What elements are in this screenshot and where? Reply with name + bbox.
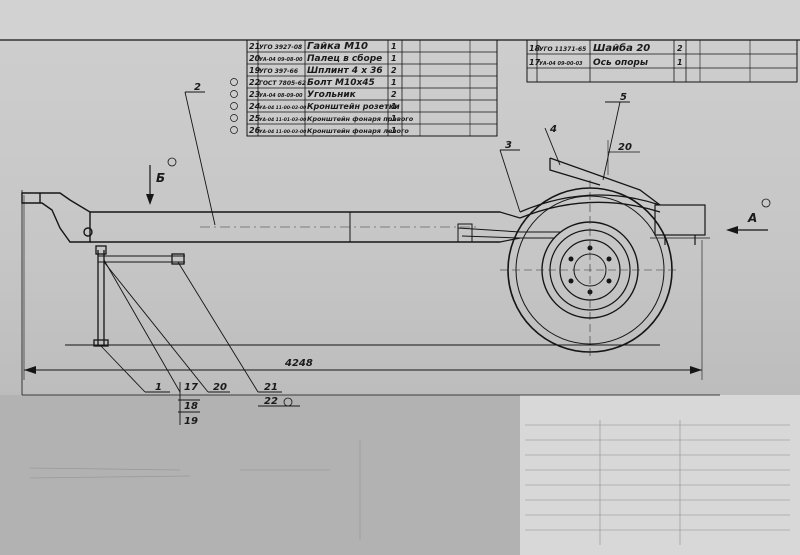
row-name: Кронштейн розетки — [307, 102, 400, 111]
row-qty: 1 — [391, 126, 397, 135]
row-qty: 2 — [391, 90, 397, 99]
callout-20: 20 — [213, 382, 227, 393]
row-pos: 26 — [249, 126, 261, 135]
row-name: Шплинт 4 x 36 — [307, 66, 383, 76]
row-designation: УА-04 11-01-03-00 — [259, 117, 306, 123]
row-qty: 1 — [391, 102, 397, 111]
dimension-small: 20 — [607, 140, 640, 175]
callout-22: 22 — [264, 396, 278, 407]
support-leg — [93, 245, 185, 347]
view-label-b: Б — [156, 171, 165, 185]
spec-table-right: 18 УГО 11371-65 Шайба 20 2 17 УА-04 09-0… — [526, 39, 798, 83]
dimension-20: 20 — [618, 142, 632, 153]
overlapping-sheet — [520, 395, 800, 555]
wheel — [500, 180, 680, 360]
row-pos: 20 — [249, 54, 261, 63]
row-designation: УГО 11371-65 — [539, 46, 586, 53]
faint-sketch — [29, 440, 361, 540]
callout-18: 18 — [184, 401, 198, 412]
drawbar-beam — [90, 211, 521, 243]
overlapping-sheet-grid — [525, 420, 790, 545]
row-pos: 19 — [249, 66, 261, 75]
row-qty: 1 — [391, 54, 397, 63]
row-designation: УГО 3927-08 — [259, 44, 302, 51]
row-pos: 23 — [249, 90, 261, 99]
callout-21: 21 — [264, 382, 278, 393]
row-designation: УА-04 08-09-00 — [259, 93, 303, 99]
row-name: Угольник — [307, 90, 357, 100]
row-qty: 2 — [391, 66, 397, 75]
row-name: Шайба 20 — [593, 42, 650, 54]
row-designation: УА-04 09-00-03 — [539, 61, 583, 67]
paper-top — [0, 0, 800, 40]
leader-lines — [99, 91, 630, 425]
row-qty: 2 — [677, 44, 683, 53]
row-name: Палец в сборе — [307, 53, 382, 64]
row-qty: 1 — [391, 42, 397, 51]
view-arrow-b: Б — [146, 157, 177, 205]
callout-1: 1 — [155, 382, 162, 393]
row-designation: УГО 397-66 — [259, 68, 298, 75]
callout-2: 2 — [194, 82, 201, 93]
view-label-a: А — [747, 211, 757, 225]
row-qty: 1 — [677, 58, 683, 67]
row-qty: 1 — [391, 78, 397, 87]
row-pos: 17 — [529, 58, 541, 67]
row-name: Гайка М10 — [307, 41, 368, 52]
callout-17: 17 — [184, 382, 198, 393]
rear-bracket — [650, 204, 710, 245]
hitch-coupling — [21, 192, 93, 243]
row-designation: УА-04 11-00-03-00 — [259, 129, 306, 135]
row-name: Ось опоры — [593, 58, 648, 68]
row-pos: 24 — [249, 102, 261, 111]
view-arrow-a: А — [726, 198, 771, 234]
spec-table: 21 Гайка М10 1 УГО 3927-08 20 Палец в сб… — [230, 39, 498, 137]
leaf-spring — [457, 223, 560, 243]
row-pos: 21 — [249, 42, 260, 51]
row-name: Кронштейн фонаря правого — [307, 115, 414, 123]
dimension-overall: 4248 — [23, 195, 703, 380]
row-designation: УА-04 11-00-02-00 — [259, 105, 306, 111]
fender — [519, 157, 661, 219]
row-pos: 18 — [529, 44, 541, 53]
row-designation: УА-04 09-08-00 — [259, 57, 303, 63]
callout-22-mark — [283, 397, 293, 407]
row-name: Кронштейн фонаря левого — [307, 127, 409, 135]
row-name: Болт М10х45 — [307, 78, 375, 88]
callout-19: 19 — [184, 416, 198, 427]
row-designation: ГОСТ 7805-62 — [259, 80, 306, 87]
row-pos: 25 — [249, 114, 261, 123]
dimension-4248: 4248 — [284, 358, 313, 369]
callout-5: 5 — [620, 92, 627, 103]
callout-3: 3 — [505, 140, 512, 151]
callout-4: 4 — [549, 124, 557, 135]
row-qty: 1 — [391, 114, 397, 123]
row-pos: 22 — [249, 78, 261, 87]
